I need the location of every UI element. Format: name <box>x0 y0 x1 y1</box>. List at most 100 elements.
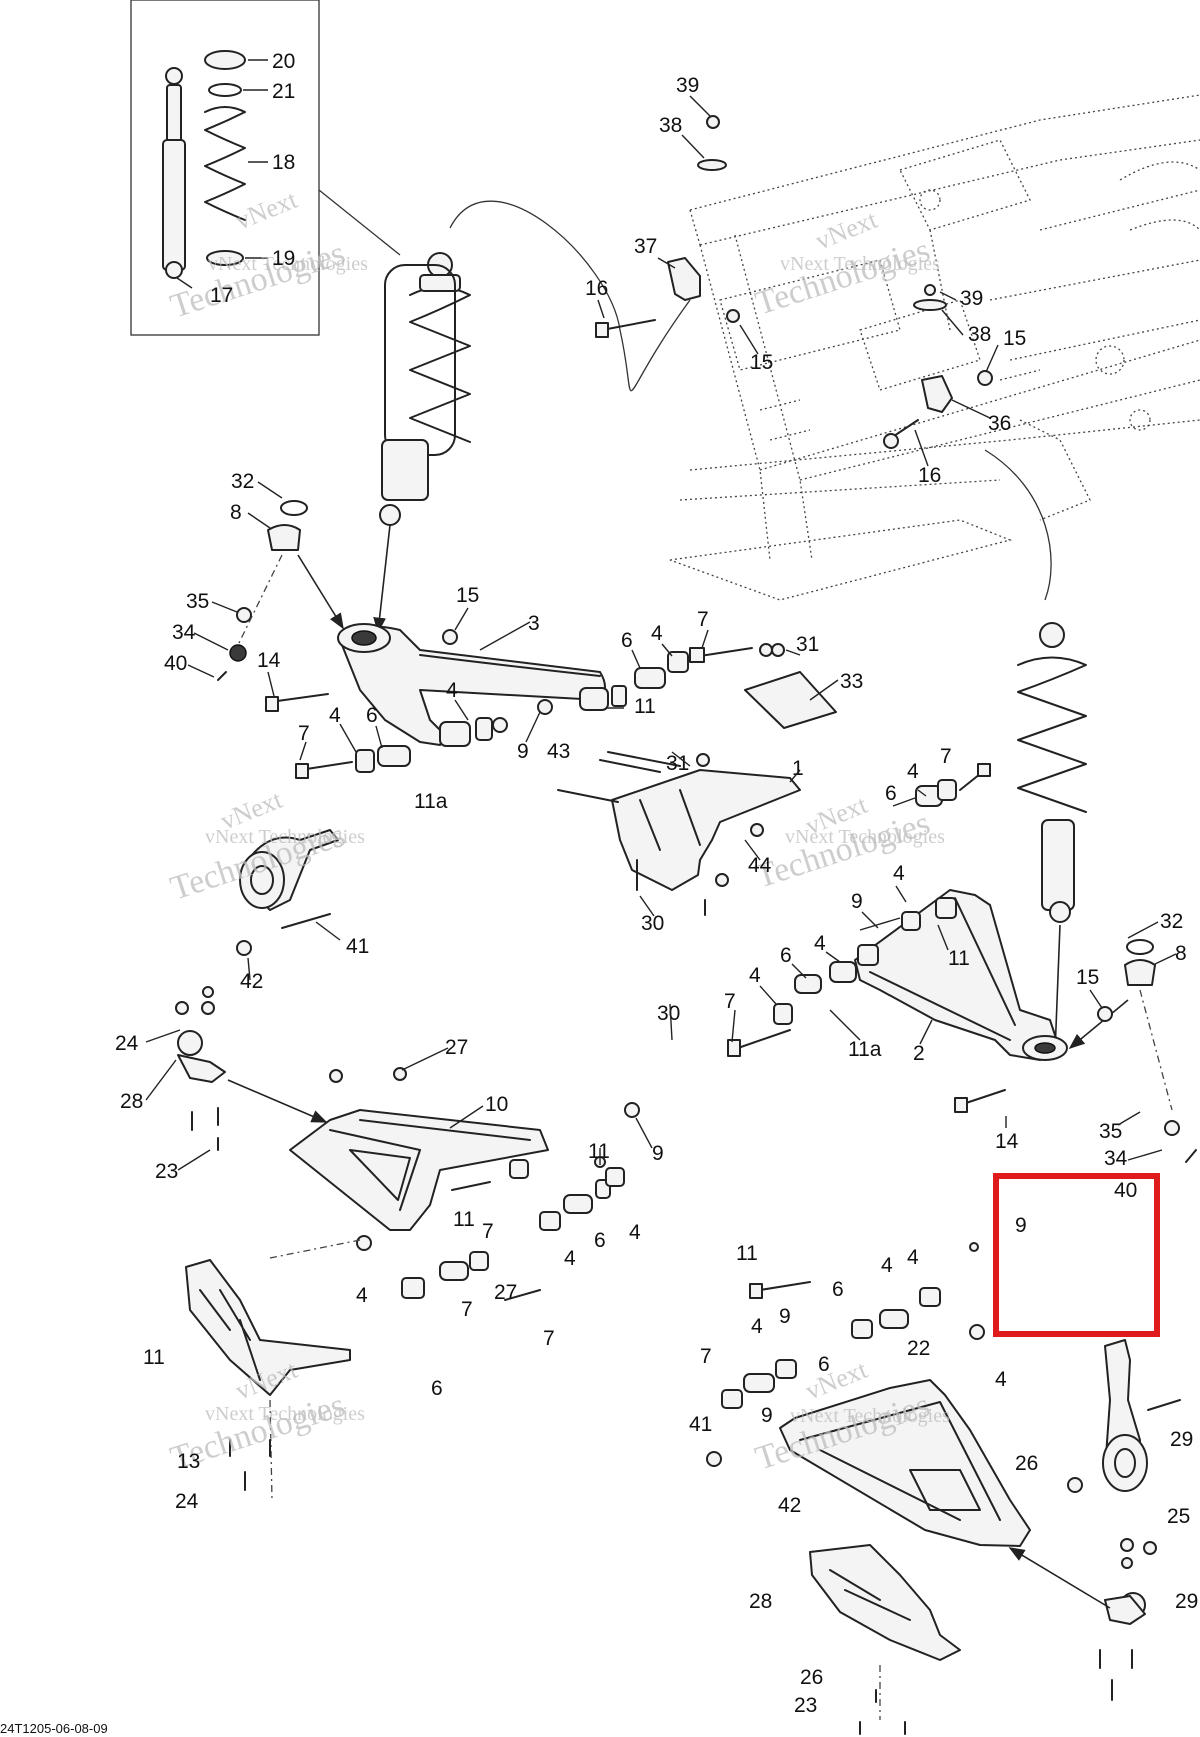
callout: 38 <box>968 323 991 346</box>
lower-a-arm-2 <box>727 763 1197 1163</box>
callout: 35 <box>186 590 209 613</box>
callout-labels: 20 21 18 19 17 39 38 37 16 15 39 38 15 3… <box>115 50 1198 1717</box>
callout: 9 <box>1015 1214 1027 1237</box>
callout: 4 <box>629 1221 641 1244</box>
watermark-middle-5: vNext Technologies <box>205 1403 365 1425</box>
callout: 4 <box>446 679 458 702</box>
callout: 28 <box>120 1090 143 1113</box>
callout: 15 <box>456 584 479 607</box>
callout: 6 <box>818 1353 830 1376</box>
callout-leaders <box>145 95 1177 1171</box>
callout: 22 <box>907 1337 930 1360</box>
callout: 11 <box>453 1208 475 1231</box>
callout: 4 <box>749 964 761 987</box>
callout: 40 <box>1114 1179 1137 1202</box>
callout: 34 <box>172 621 196 644</box>
callout: 16 <box>585 277 608 300</box>
callout: 23 <box>155 1160 178 1183</box>
skid-plate-22 <box>185 1239 361 1501</box>
callout: 4 <box>751 1315 763 1338</box>
callout: 33 <box>840 670 863 693</box>
watermark-middle-3: vNext Technologies <box>205 826 365 848</box>
callout: 7 <box>697 608 709 631</box>
callout: 39 <box>676 74 699 97</box>
callout: 4 <box>651 622 663 645</box>
ball-joint-left <box>175 986 328 1151</box>
callout: 9 <box>652 1142 664 1165</box>
callout: 31 <box>796 633 819 656</box>
callout: 26 <box>1015 1452 1038 1475</box>
shock-absorber-right <box>1017 622 1087 1055</box>
callout: 19 <box>272 247 295 270</box>
callout: 3 <box>528 612 540 635</box>
callout: 40 <box>164 652 187 675</box>
callout: 4 <box>881 1254 893 1277</box>
center-bracket-1 <box>557 643 837 916</box>
callout: 17 <box>210 284 233 307</box>
callout: 24 <box>115 1032 139 1055</box>
shock-absorber-left <box>373 252 471 634</box>
callout: 38 <box>659 114 682 137</box>
callout: 7 <box>724 990 736 1013</box>
steering-knuckle-left <box>236 829 339 956</box>
ball-joint-right <box>1008 1538 1157 1701</box>
callout: 29 <box>1170 1428 1193 1451</box>
callout: 36 <box>988 412 1011 435</box>
callout: 4 <box>907 760 919 783</box>
diagram-code: 24T1205-06-08-09 <box>0 1721 108 1736</box>
callout: 32 <box>231 470 254 493</box>
callout: 14 <box>257 649 281 672</box>
mount-brackets <box>595 115 993 449</box>
callout: 42 <box>240 970 263 993</box>
callout: 4 <box>329 704 341 727</box>
callout: 20 <box>272 50 295 73</box>
callout: 4 <box>995 1368 1007 1391</box>
shock-kit-inset <box>130 0 401 336</box>
callout: 27 <box>445 1036 468 1059</box>
callout: 42 <box>778 1494 801 1517</box>
callout: 11 <box>736 1242 758 1265</box>
callout: 37 <box>634 235 657 258</box>
callout: 39 <box>960 287 983 310</box>
callout: 6 <box>832 1278 844 1301</box>
callout: 11a <box>414 790 448 813</box>
callout: 2 <box>913 1042 925 1065</box>
highlight-box <box>993 1173 1160 1337</box>
callout: 27 <box>494 1281 517 1304</box>
callout: 34 <box>1104 1147 1128 1170</box>
callout: 13 <box>177 1450 200 1473</box>
callout: 43 <box>547 740 570 763</box>
callout: 7 <box>298 722 310 745</box>
callout: 8 <box>1175 942 1187 965</box>
callout: 7 <box>700 1345 712 1368</box>
callout: 15 <box>1076 966 1099 989</box>
callout: 21 <box>272 80 295 103</box>
upper-a-arm-3 <box>337 623 606 746</box>
callout: 4 <box>564 1247 576 1270</box>
callout: 6 <box>366 704 378 727</box>
watermark-bottom-1: Technologies <box>166 235 349 326</box>
callout: 14 <box>995 1130 1019 1153</box>
callout: 11 <box>143 1346 165 1369</box>
callout: 11 <box>588 1140 610 1163</box>
vehicle-frame <box>669 94 1200 601</box>
lower-a-arm-10 <box>289 1067 640 1301</box>
bushings-upper-left <box>217 500 753 779</box>
callout: 41 <box>346 935 369 958</box>
routing-curve-top <box>449 200 691 392</box>
callout: 32 <box>1160 910 1183 933</box>
callout: 7 <box>543 1327 555 1350</box>
callout: 8 <box>230 501 242 524</box>
callout: 23 <box>794 1694 817 1717</box>
callout: 6 <box>594 1229 606 1252</box>
callout: 26 <box>800 1666 823 1689</box>
callout: 9 <box>517 740 529 763</box>
lower-a-arm-13 <box>706 1242 1031 1547</box>
callout: 11 <box>634 695 656 718</box>
callout: 6 <box>885 782 897 805</box>
callout: 11a <box>848 1038 882 1061</box>
watermark-middle-1: vNext Technologies <box>208 253 368 275</box>
callout: 9 <box>779 1305 791 1328</box>
watermark-top-1: vNext <box>231 185 301 236</box>
